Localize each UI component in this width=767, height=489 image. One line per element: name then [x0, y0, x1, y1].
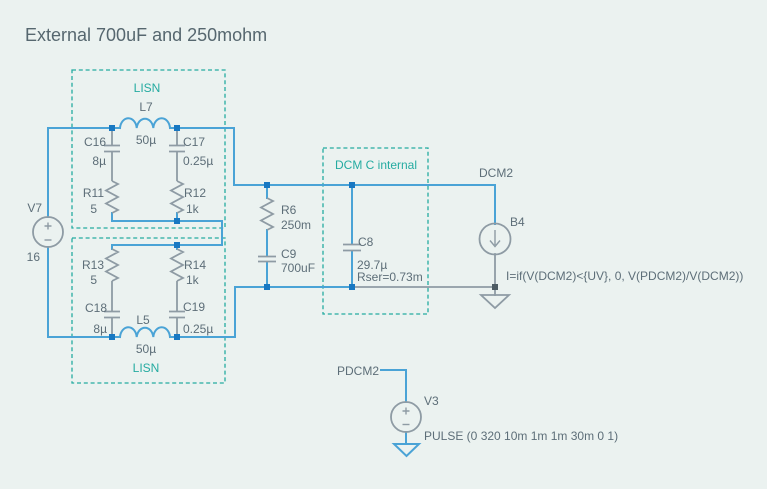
resistor-r12-symbol — [169, 180, 185, 214]
lisn-bottom-label: LISN — [133, 361, 160, 375]
v3-ref-label: V3 — [424, 394, 439, 408]
resistor-r11-symbol — [104, 180, 120, 214]
c17-value-label: 0.25µ — [183, 154, 213, 168]
wire-v3-column — [380, 369, 407, 445]
resistor-r14-symbol — [169, 248, 185, 311]
lisn-top-box — [71, 69, 226, 229]
voltage-source-v7-symbol — [32, 216, 64, 248]
arrow-down-icon — [489, 230, 501, 248]
voltage-source-v3-symbol — [390, 401, 422, 433]
dcm-internal-box — [322, 147, 429, 315]
net-label-pdcm2: PDCM2 — [337, 364, 379, 378]
c18-value-label: 8µ — [93, 322, 107, 336]
c17-ref-label: C17 — [183, 135, 205, 149]
net-label-dcm2: DCM2 — [479, 166, 513, 180]
r12-ref-label: R12 — [184, 186, 206, 200]
r6-value-label: 250m — [281, 218, 311, 232]
labels: External 700uF and 250mohm LISN L7 50µ C… — [25, 25, 743, 443]
c9-ref-label: C9 — [281, 247, 297, 261]
wire-v7-top — [47, 127, 121, 218]
component-symbols — [32, 117, 512, 433]
c8-value-label: 29.7µ — [357, 258, 387, 272]
lisn-bottom-box — [71, 237, 226, 384]
v3-value-label: PULSE (0 320 10m 1m 1m 30m 0 1) — [424, 429, 618, 443]
plus-icon — [402, 407, 410, 415]
inductor-l5-symbol — [118, 326, 172, 339]
l7-ref-label: L7 — [139, 100, 153, 114]
group-boxes — [71, 69, 429, 384]
r11-ref-label: R11 — [83, 186, 104, 200]
c18-ref-label: C18 — [85, 301, 107, 315]
l5-ref-label: L5 — [136, 313, 150, 327]
r6-ref-label: R6 — [281, 203, 297, 217]
lisn-top-label: LISN — [134, 81, 161, 95]
inductor-l7-symbol — [118, 117, 172, 130]
page-title: External 700uF and 250mohm — [25, 25, 267, 45]
junction-dots — [109, 125, 498, 340]
capacitor-c16-symbol — [104, 128, 120, 181]
l7-value-label: 50µ — [136, 133, 156, 147]
resistor-r6-symbol — [259, 197, 275, 231]
dcm-internal-label: DCM C internal — [335, 158, 417, 172]
capacitor-c8-symbol — [343, 243, 361, 252]
r11-value-label: 5 — [90, 202, 97, 216]
r13-ref-label: R13 — [82, 258, 104, 272]
l5-value-label: 50µ — [136, 342, 156, 356]
ground-icon-b4 — [478, 294, 512, 310]
current-source-b4-symbol — [478, 222, 512, 256]
r14-value-label: 1k — [186, 273, 200, 287]
capacitor-c19-symbol — [169, 310, 185, 337]
plus-icon — [44, 222, 52, 230]
wire-v7-bottom — [47, 246, 121, 338]
v7-ref-label: V7 — [27, 201, 42, 215]
capacitor-c9-symbol — [258, 255, 276, 263]
c16-ref-label: C16 — [84, 135, 106, 149]
capacitor-c17-symbol — [169, 128, 185, 181]
r13-value-label: 5 — [90, 273, 97, 287]
c8-rser-label: Rser=0.73m — [357, 270, 423, 284]
wire-top-rail — [169, 127, 496, 225]
c8-ref-label: C8 — [358, 235, 374, 249]
c19-ref-label: C19 — [183, 300, 205, 314]
wire-bottom-rail — [169, 286, 353, 338]
r14-ref-label: R14 — [184, 258, 206, 272]
wires-blue — [47, 127, 496, 458]
b4-ref-label: B4 — [510, 215, 525, 229]
r12-value-label: 1k — [186, 202, 200, 216]
c19-value-label: 0.25µ — [183, 322, 213, 336]
v7-value-label: 16 — [27, 250, 41, 264]
c16-value-label: 8µ — [92, 154, 106, 168]
wire-lisn-bus — [111, 212, 223, 250]
capacitor-c18-symbol — [104, 310, 120, 337]
resistor-r13-symbol — [104, 248, 120, 311]
ground-icon-v3 — [391, 443, 422, 458]
b4-formula-label: I=if(V(DCM2)<{UV}, 0, V(PDCM2)/V(DCM2)) — [506, 269, 743, 283]
c9-value-label: 700uF — [281, 261, 315, 275]
